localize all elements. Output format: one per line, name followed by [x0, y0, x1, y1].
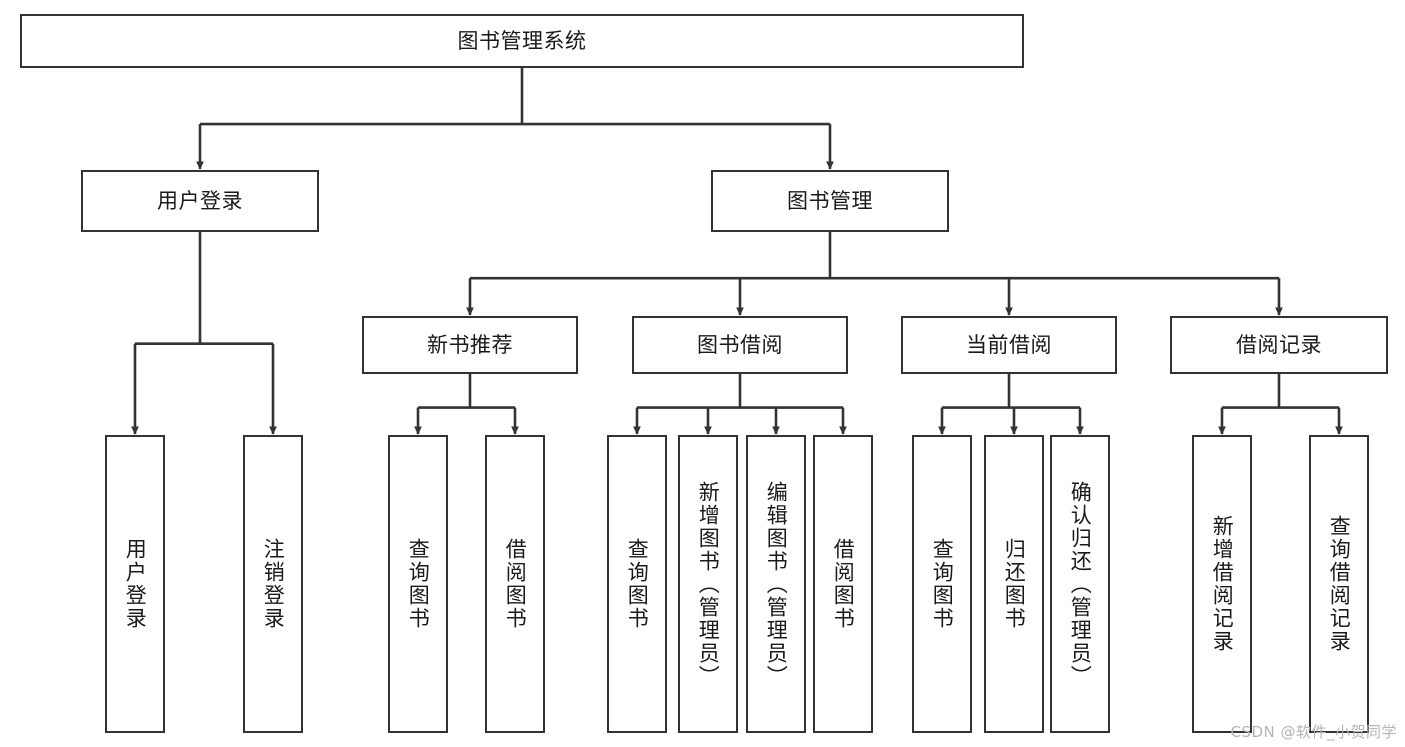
node-root[interactable]: 图书管理系统	[20, 14, 1024, 68]
node-leaf1[interactable]: 用户登录	[105, 435, 165, 733]
node-newbooks[interactable]: 新书推荐	[362, 316, 578, 374]
node-label: 查询图书	[625, 538, 650, 630]
node-leaf6[interactable]: 新增图书（管理员）	[678, 435, 738, 733]
node-label: 用户登录	[157, 188, 243, 213]
node-label: 确认归还（管理员）	[1068, 480, 1093, 688]
node-label: 借阅记录	[1236, 332, 1322, 357]
node-leaf8[interactable]: 借阅图书	[813, 435, 873, 733]
watermark-label: CSDN @软件_小贺同学	[1230, 723, 1397, 741]
node-label: 查询图书	[930, 538, 955, 630]
node-label: 新增图书（管理员）	[696, 480, 721, 688]
node-leaf2[interactable]: 注销登录	[243, 435, 303, 733]
node-label: 编辑图书（管理员）	[764, 480, 789, 688]
node-leaf7[interactable]: 编辑图书（管理员）	[746, 435, 806, 733]
node-label: 图书管理	[787, 188, 873, 213]
node-bookmgmt[interactable]: 图书管理	[711, 170, 949, 232]
node-label: 新增借阅记录	[1210, 515, 1235, 653]
node-current[interactable]: 当前借阅	[901, 316, 1117, 374]
node-leaf10[interactable]: 归还图书	[984, 435, 1044, 733]
node-label: 注销登录	[261, 538, 286, 630]
node-leaf11[interactable]: 确认归还（管理员）	[1050, 435, 1110, 733]
node-label: 图书借阅	[697, 332, 783, 357]
node-leaf13[interactable]: 查询借阅记录	[1309, 435, 1369, 733]
node-records[interactable]: 借阅记录	[1170, 316, 1388, 374]
node-label: 新书推荐	[427, 332, 513, 357]
node-label: 当前借阅	[966, 332, 1052, 357]
node-leaf4[interactable]: 借阅图书	[485, 435, 545, 733]
node-label: 用户登录	[123, 538, 148, 630]
node-label: 归还图书	[1002, 538, 1027, 630]
node-leaf12[interactable]: 新增借阅记录	[1192, 435, 1252, 733]
node-leaf9[interactable]: 查询图书	[912, 435, 972, 733]
node-label: 借阅图书	[831, 538, 856, 630]
node-label: 图书管理系统	[457, 28, 587, 53]
node-label: 查询图书	[406, 538, 431, 630]
node-label: 借阅图书	[503, 538, 528, 630]
node-leaf3[interactable]: 查询图书	[388, 435, 448, 733]
node-login[interactable]: 用户登录	[81, 170, 319, 232]
node-label: 查询借阅记录	[1327, 515, 1352, 653]
node-leaf5[interactable]: 查询图书	[607, 435, 667, 733]
node-borrow[interactable]: 图书借阅	[632, 316, 848, 374]
